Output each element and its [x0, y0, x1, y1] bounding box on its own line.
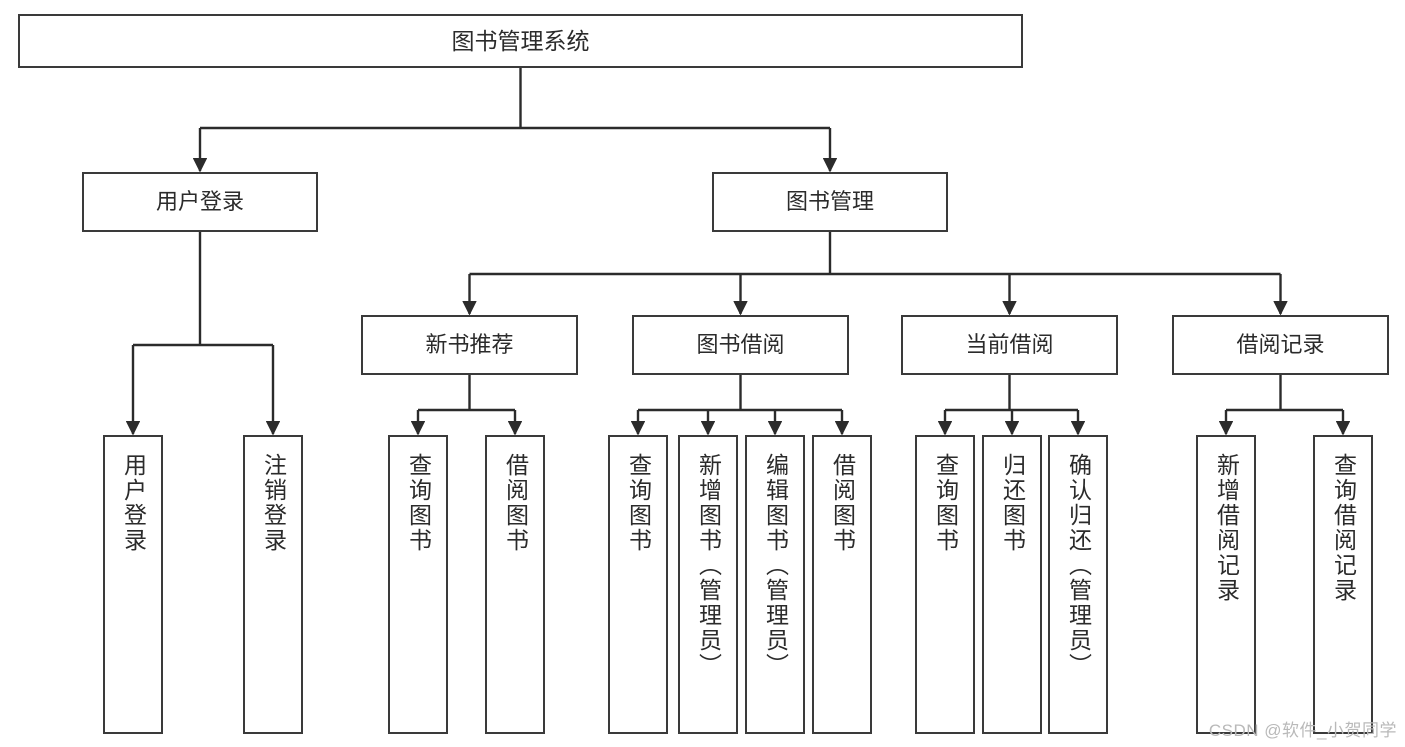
node-label: 当前借阅 [965, 332, 1054, 358]
node-leaf-borrow-book-2[interactable]: 借阅图书 [812, 435, 872, 734]
node-label: 借阅图书 [502, 453, 529, 553]
node-current-borrow[interactable]: 当前借阅 [901, 315, 1118, 375]
node-leaf-return-book[interactable]: 归还图书 [982, 435, 1042, 734]
node-label: 查询借阅记录 [1330, 453, 1357, 603]
node-label: 图书管理 [785, 189, 874, 215]
node-label: 归还图书 [999, 453, 1026, 553]
node-label: 图书管理系统 [451, 27, 590, 54]
node-label: 查询图书 [625, 453, 652, 553]
node-leaf-query-book-2[interactable]: 查询图书 [608, 435, 668, 734]
node-leaf-query-record[interactable]: 查询借阅记录 [1313, 435, 1373, 734]
node-new-book-rec[interactable]: 新书推荐 [361, 315, 578, 375]
node-label: 注销登录 [260, 453, 287, 553]
node-leaf-confirm-return[interactable]: 确认归还（管理员） [1048, 435, 1108, 734]
node-leaf-logout[interactable]: 注销登录 [243, 435, 303, 734]
node-borrow-record[interactable]: 借阅记录 [1172, 315, 1389, 375]
node-label: 用户登录 [120, 453, 147, 553]
node-label: 编辑图书（管理员） [762, 453, 789, 678]
node-leaf-query-book-3[interactable]: 查询图书 [915, 435, 975, 734]
node-label: 借阅记录 [1236, 332, 1325, 358]
node-label: 借阅图书 [829, 453, 856, 553]
node-label: 新书推荐 [425, 332, 514, 358]
node-book-borrow[interactable]: 图书借阅 [632, 315, 849, 375]
node-root[interactable]: 图书管理系统 [18, 14, 1023, 68]
node-label: 确认归还（管理员） [1065, 453, 1092, 678]
node-leaf-borrow-book-1[interactable]: 借阅图书 [485, 435, 545, 734]
node-user-login[interactable]: 用户登录 [82, 172, 318, 232]
node-leaf-add-record[interactable]: 新增借阅记录 [1196, 435, 1256, 734]
node-label: 查询图书 [932, 453, 959, 553]
watermark: CSDN @软件_小贺同学 [1208, 721, 1397, 740]
node-label: 新增借阅记录 [1213, 453, 1240, 603]
node-label: 用户登录 [155, 189, 244, 215]
node-leaf-user-login[interactable]: 用户登录 [103, 435, 163, 734]
node-label: 图书借阅 [696, 332, 785, 358]
node-leaf-query-book-1[interactable]: 查询图书 [388, 435, 448, 734]
node-leaf-add-book[interactable]: 新增图书（管理员） [678, 435, 738, 734]
node-book-mgmt[interactable]: 图书管理 [712, 172, 948, 232]
node-leaf-edit-book[interactable]: 编辑图书（管理员） [745, 435, 805, 734]
node-label: 查询图书 [405, 453, 432, 553]
node-label: 新增图书（管理员） [695, 453, 722, 678]
